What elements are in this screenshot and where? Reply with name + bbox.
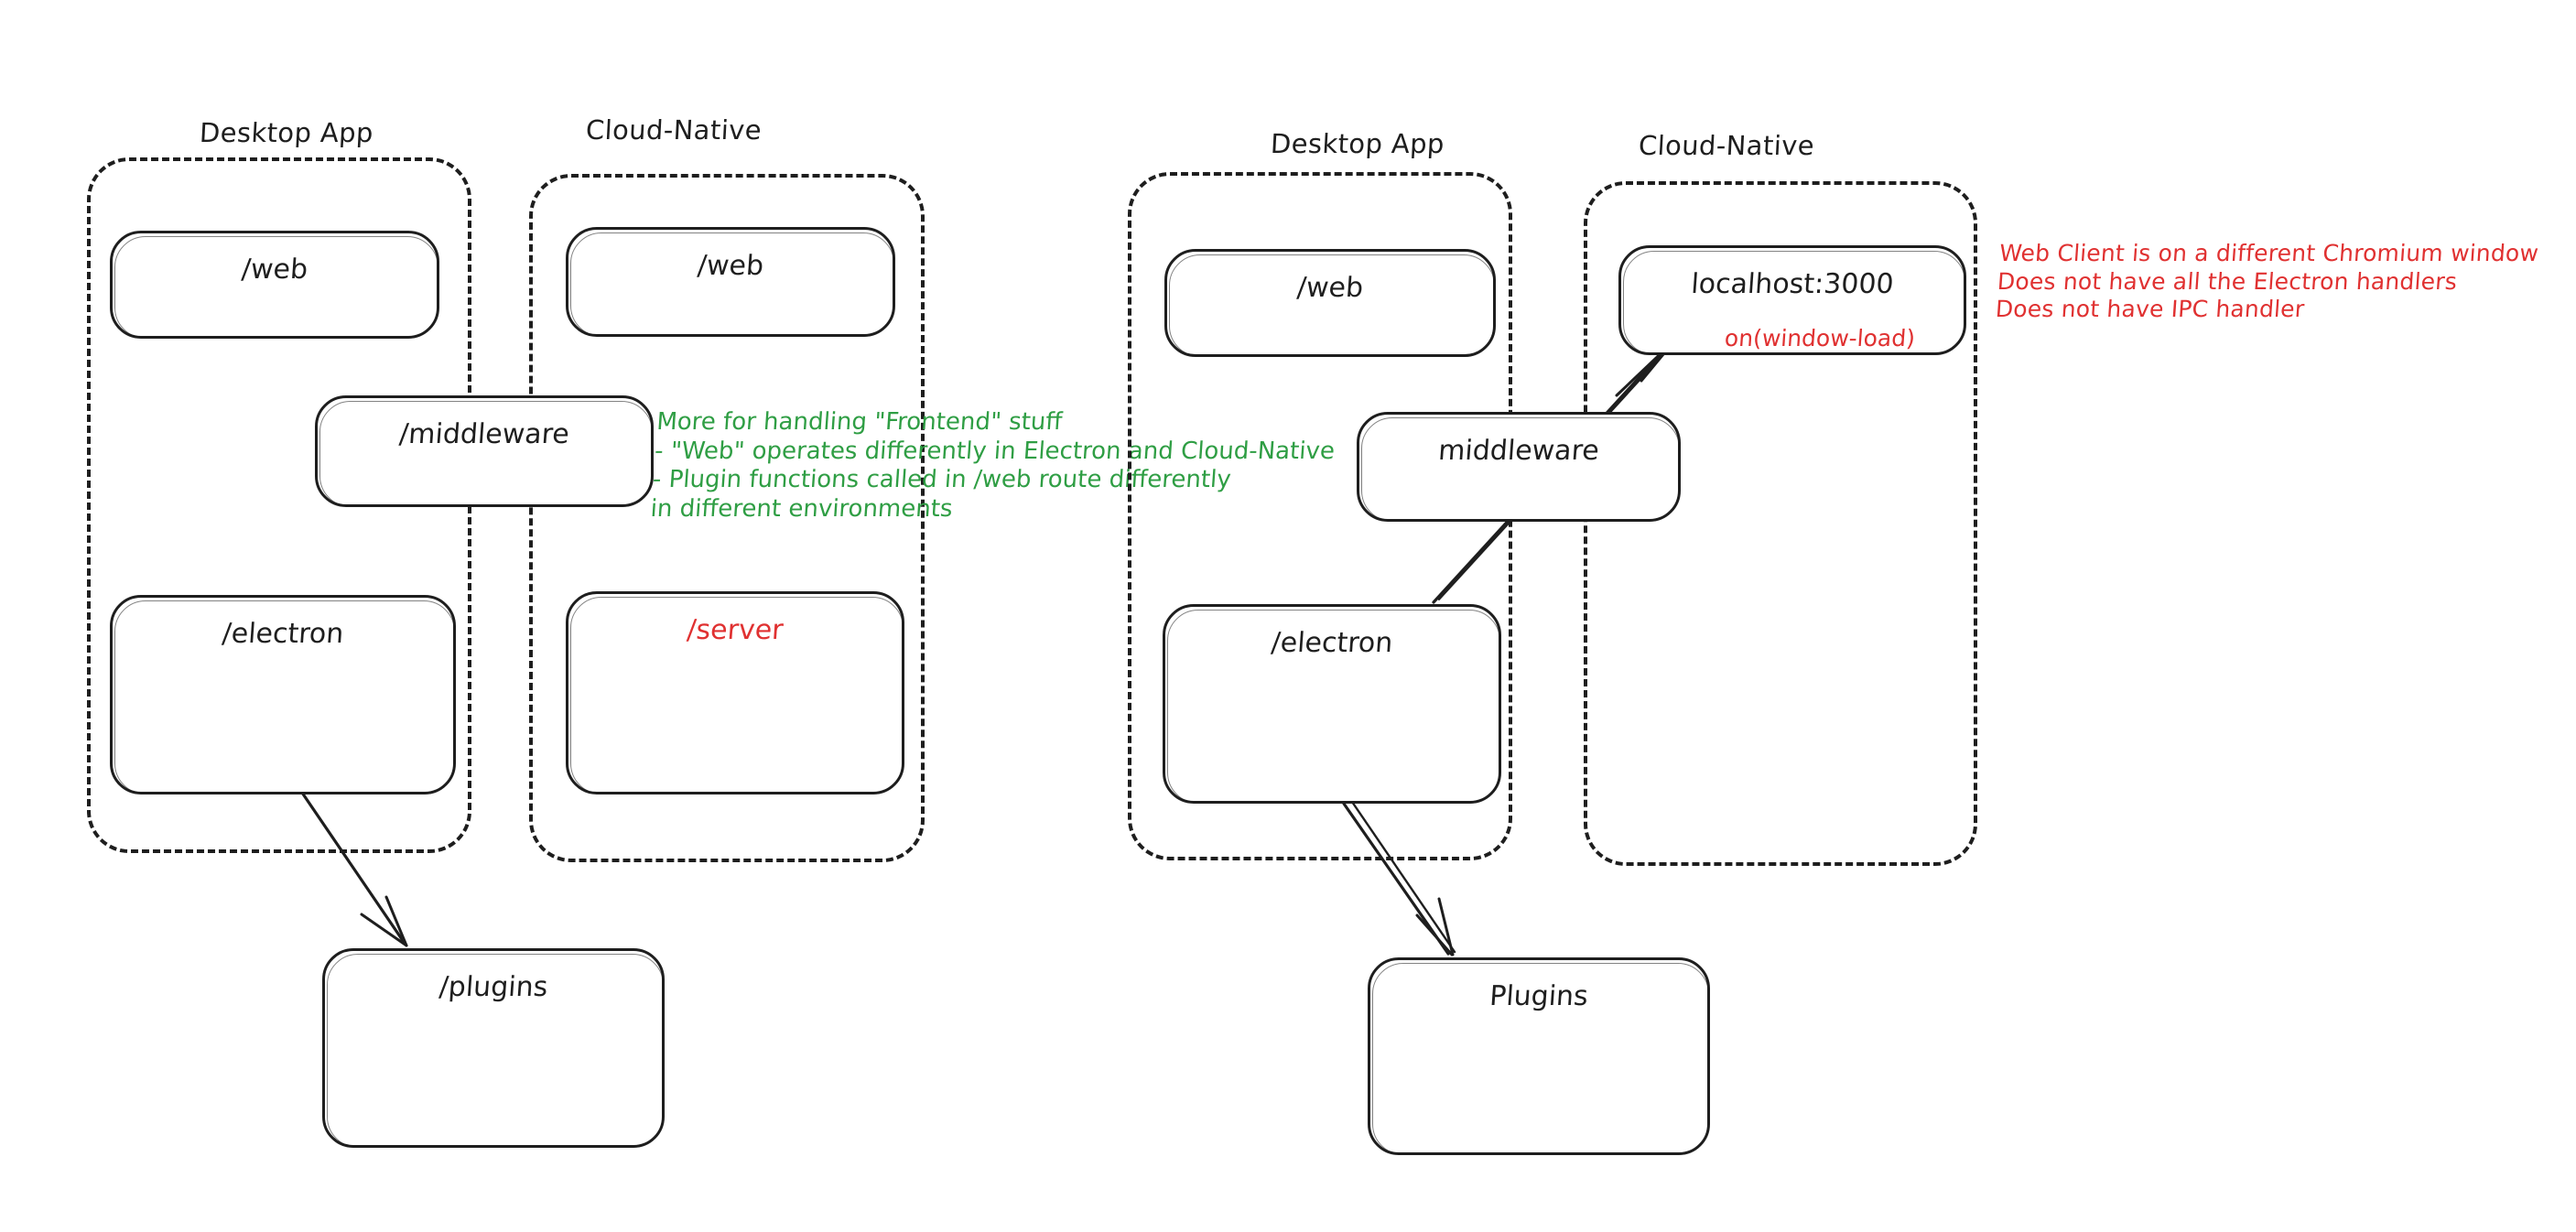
node-left-plugins-label: /plugins — [438, 971, 549, 1003]
node-right-plugins-label: Plugins — [1488, 980, 1589, 1012]
node-right-middleware-label: middleware — [1437, 435, 1600, 467]
group-left-cloud-native — [529, 174, 925, 862]
node-right-desktop-web[interactable]: /web — [1164, 249, 1496, 357]
node-right-electron[interactable]: /electron — [1163, 604, 1501, 804]
node-right-middleware[interactable]: middleware — [1357, 412, 1681, 522]
group-right-cloud-native — [1584, 181, 1977, 866]
group-label-right-desktop-app: Desktop App — [1270, 128, 1445, 159]
node-left-cloud-web[interactable]: /web — [566, 227, 895, 337]
node-right-localhost-label: localhost:3000 — [1690, 268, 1895, 300]
annotation-red-web-client-notes: Web Client is on a different Chromium wi… — [1994, 240, 2540, 322]
node-right-desktop-web-label: /web — [1295, 272, 1365, 304]
node-left-desktop-web-label: /web — [240, 254, 309, 286]
node-left-desktop-web[interactable]: /web — [110, 231, 439, 339]
node-right-localhost[interactable]: localhost:3000 on(window-load) — [1618, 245, 1966, 355]
node-left-plugins[interactable]: /plugins — [322, 948, 665, 1148]
group-label-left-desktop-app: Desktop App — [199, 117, 374, 148]
node-left-server-label: /server — [686, 614, 785, 646]
node-left-middleware[interactable]: /middleware — [315, 395, 654, 507]
group-label-right-cloud-native: Cloud-Native — [1638, 130, 1815, 161]
node-right-plugins[interactable]: Plugins — [1368, 957, 1710, 1155]
node-left-server[interactable]: /server — [566, 591, 904, 794]
node-right-localhost-sublabel: on(window-load) — [1724, 325, 1916, 351]
node-right-electron-label: /electron — [1270, 627, 1394, 659]
group-label-left-cloud-native: Cloud-Native — [585, 114, 763, 146]
node-left-middleware-label: /middleware — [397, 418, 571, 450]
node-left-electron[interactable]: /electron — [110, 595, 456, 794]
node-left-electron-label: /electron — [221, 618, 345, 650]
node-left-cloud-web-label: /web — [696, 250, 765, 282]
